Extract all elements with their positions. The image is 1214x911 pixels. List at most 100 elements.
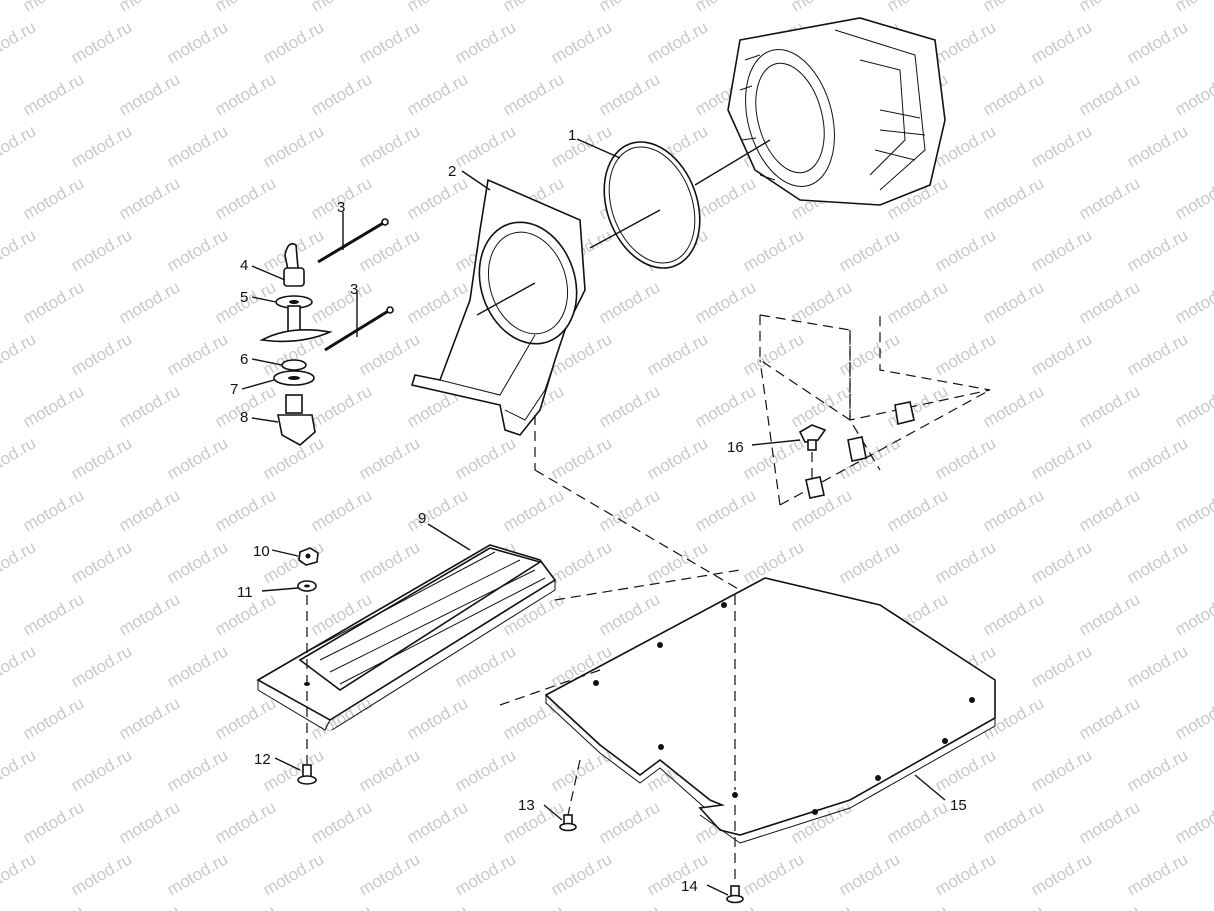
watermark-text: motod.ru: [1076, 693, 1144, 743]
plug-16: [798, 424, 827, 499]
watermark-text: motod.ru: [0, 745, 39, 795]
watermark-text: motod.ru: [1076, 797, 1144, 847]
watermark-text: motod.ru: [692, 277, 760, 327]
boss-pads: [847, 401, 915, 462]
watermark-text: motod.ru: [500, 485, 568, 535]
watermark-text: motod.ru: [1172, 693, 1214, 743]
callout-15: 15: [950, 797, 967, 814]
watermark-text: motod.ru: [116, 485, 184, 535]
watermark-text: motod.ru: [836, 433, 904, 483]
watermark-text: motod.ru: [404, 901, 472, 911]
callout-3-lower: 3: [350, 281, 358, 298]
watermark-text: motod.ru: [980, 901, 1048, 911]
o-ring: [603, 141, 701, 269]
callout-12: 12: [254, 751, 271, 768]
watermark-text: motod.ru: [548, 745, 616, 795]
watermark-text: motod.ru: [212, 69, 280, 119]
screw-12: [297, 764, 317, 785]
watermark-text: motod.ru: [356, 745, 424, 795]
screw-13: [559, 814, 577, 832]
watermark-text: motod.ru: [644, 849, 712, 899]
watermark-text: motod.ru: [404, 69, 472, 119]
watermark-text: motod.ru: [404, 173, 472, 223]
watermark-text: motod.ru: [1028, 433, 1096, 483]
watermark-text: motod.ru: [1028, 225, 1096, 275]
watermark-text: motod.ru: [164, 849, 232, 899]
watermark-text: motod.ru: [1172, 173, 1214, 223]
watermark-text: motod.ru: [68, 641, 136, 691]
watermark-text: motod.ru: [404, 797, 472, 847]
watermark-text: motod.ru: [980, 277, 1048, 327]
watermark-text: motod.ru: [116, 797, 184, 847]
watermark-text: motod.ru: [1028, 849, 1096, 899]
watermark-text: motod.ru: [0, 433, 39, 483]
watermark-text: motod.ru: [980, 0, 1048, 15]
watermark-text: motod.ru: [932, 849, 1000, 899]
watermark-text: motod.ru: [932, 433, 1000, 483]
watermark-text: motod.ru: [68, 121, 136, 171]
watermark-text: motod.ru: [788, 0, 856, 15]
callout-14: 14: [681, 878, 698, 895]
watermark-text: motod.ru: [164, 433, 232, 483]
watermark-text: motod.ru: [1172, 589, 1214, 639]
watermark-text: motod.ru: [596, 381, 664, 431]
watermark-text: motod.ru: [452, 745, 520, 795]
watermark-text: motod.ru: [1124, 433, 1192, 483]
watermark-text: motod.ru: [356, 849, 424, 899]
watermark-text: motod.ru: [164, 537, 232, 587]
watermark-text: motod.ru: [404, 0, 472, 15]
watermark-text: motod.ru: [308, 485, 376, 535]
watermark-text: motod.ru: [308, 277, 376, 327]
watermark-text: motod.ru: [20, 173, 88, 223]
watermark-text: motod.ru: [0, 121, 39, 171]
watermark-text: motod.ru: [932, 225, 1000, 275]
watermark-text: motod.ru: [884, 797, 952, 847]
watermark-text: motod.ru: [164, 121, 232, 171]
watermark-text: motod.ru: [1124, 329, 1192, 379]
watermark-text: motod.ru: [884, 277, 952, 327]
watermark-text: motod.ru: [884, 485, 952, 535]
watermark-text: motod.ru: [68, 537, 136, 587]
watermark-text: motod.ru: [116, 693, 184, 743]
watermark-text: motod.ru: [500, 69, 568, 119]
watermark-text: motod.ru: [1076, 0, 1144, 15]
watermark-text: motod.ru: [68, 745, 136, 795]
watermark-text: motod.ru: [20, 381, 88, 431]
watermark-text: motod.ru: [548, 537, 616, 587]
watermark-text: motod.ru: [404, 277, 472, 327]
watermark-text: motod.ru: [1076, 485, 1144, 535]
callout-16: 16: [727, 439, 744, 456]
watermark-text: motod.ru: [1124, 225, 1192, 275]
watermark-text: motod.ru: [932, 537, 1000, 587]
watermark-text: motod.ru: [596, 901, 664, 911]
watermark-text: motod.ru: [20, 693, 88, 743]
watermark-text: motod.ru: [0, 641, 39, 691]
watermark-text: motod.ru: [740, 329, 808, 379]
callout-6: 6: [240, 351, 248, 368]
pump-housing: [727, 17, 946, 206]
watermark-text: motod.ru: [836, 537, 904, 587]
watermark-text: motod.ru: [1076, 589, 1144, 639]
watermark-text: motod.ru: [452, 17, 520, 67]
watermark-text: motod.ru: [1076, 69, 1144, 119]
watermark-text: motod.ru: [356, 537, 424, 587]
watermark-text: motod.ru: [500, 901, 568, 911]
watermark-text: motod.ru: [1028, 641, 1096, 691]
watermark-text: motod.ru: [260, 849, 328, 899]
skid-plate: [544, 577, 996, 844]
watermark-text: motod.ru: [644, 433, 712, 483]
watermark-text: motod.ru: [452, 849, 520, 899]
watermark-text: motod.ru: [164, 745, 232, 795]
watermark-text: motod.ru: [596, 589, 664, 639]
nut: [298, 547, 319, 566]
watermark-text: motod.ru: [548, 433, 616, 483]
watermark-text: motod.ru: [500, 0, 568, 15]
watermark-text: motod.ru: [692, 485, 760, 535]
watermark-text: motod.ru: [116, 589, 184, 639]
watermark-text: motod.ru: [1172, 381, 1214, 431]
watermark-text: motod.ru: [212, 173, 280, 223]
watermark-text: motod.ru: [20, 485, 88, 535]
watermark-text: motod.ru: [452, 433, 520, 483]
watermark-text: motod.ru: [836, 849, 904, 899]
